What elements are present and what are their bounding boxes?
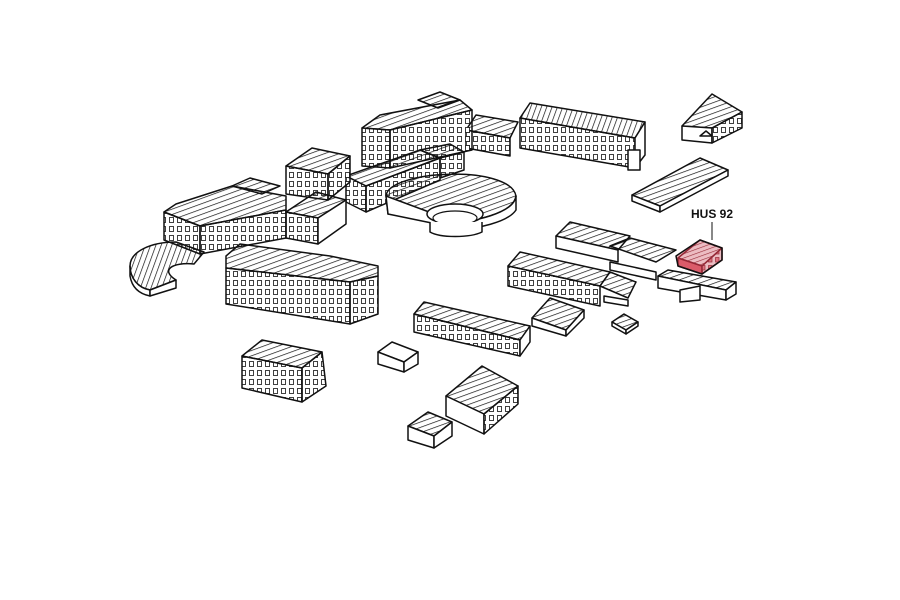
building-rotunda[interactable] (385, 173, 517, 238)
building-small-house[interactable] (377, 341, 419, 373)
hus-92-label: HUS 92 (691, 207, 733, 221)
building-kiosk[interactable] (611, 313, 639, 335)
building-hus-92[interactable] (675, 239, 723, 275)
building-long-north[interactable] (519, 102, 646, 171)
building-connector[interactable] (285, 191, 347, 245)
building-central-shed[interactable] (413, 301, 531, 357)
building-central-west[interactable] (225, 243, 379, 325)
building-shed-annex[interactable] (531, 297, 585, 337)
building-west-curve[interactable] (129, 241, 205, 297)
building-south-hall[interactable] (407, 365, 519, 449)
building-east-long[interactable] (631, 157, 729, 213)
building-northeast-house[interactable] (681, 93, 743, 144)
building-north-annex[interactable] (465, 114, 519, 157)
building-east-cluster[interactable] (507, 221, 677, 307)
building-southwest[interactable] (241, 339, 327, 403)
building-west-wing[interactable] (163, 177, 287, 255)
building-east-low[interactable] (657, 269, 737, 303)
building-west-of-cluster[interactable] (285, 147, 351, 201)
